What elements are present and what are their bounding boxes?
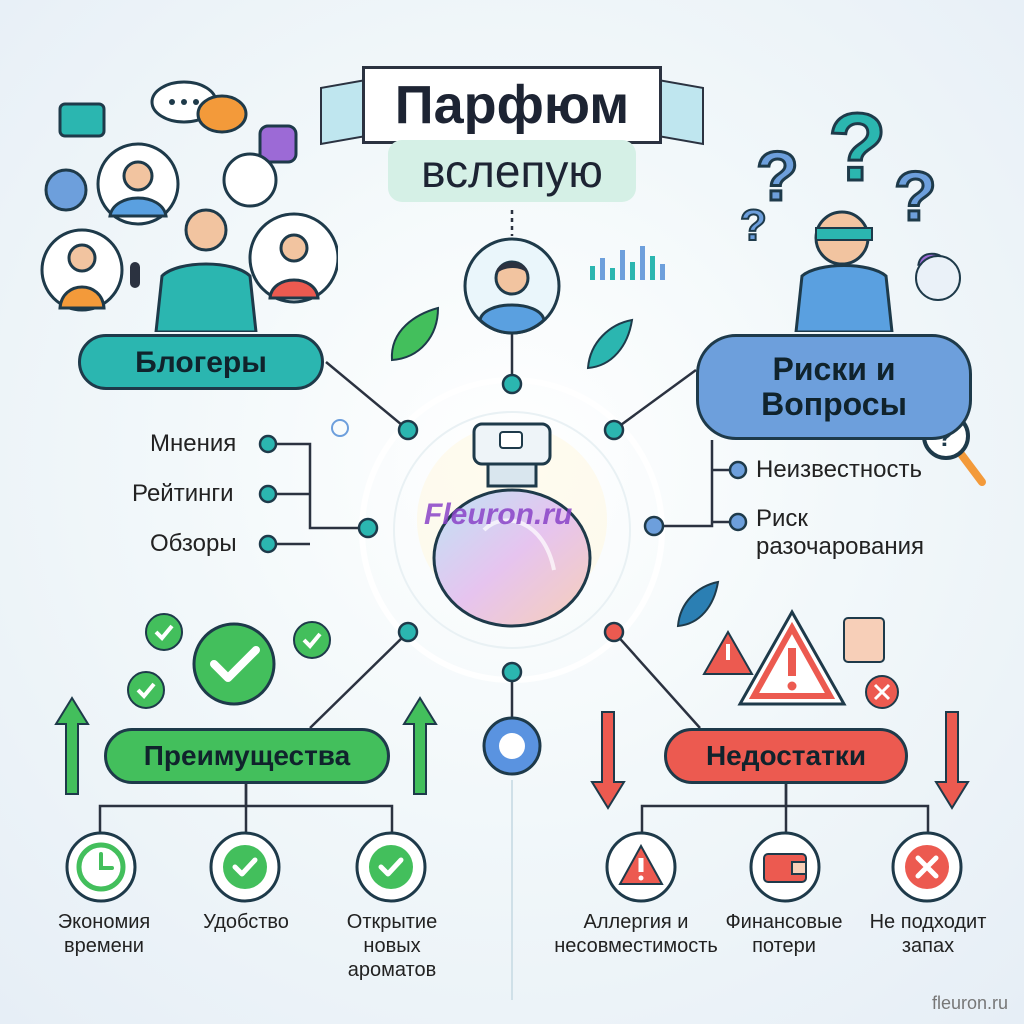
- footer-site-label: fleuron.ru: [931, 993, 1008, 1013]
- risks-item-disappointment: Риск разочарования: [756, 505, 925, 560]
- arrow-down-icon: [590, 711, 626, 810]
- page-title: Парфюм: [362, 66, 662, 144]
- page-subtitle: вслепую: [388, 140, 636, 202]
- risks-pill: Риски и Вопросы: [696, 334, 972, 440]
- risks-item-unknown: Неизвестность: [756, 456, 923, 483]
- disadvantages-pill: Недостатки: [664, 728, 908, 784]
- watermark: Fleuron.ru: [424, 498, 573, 531]
- arrow-down-icon: [934, 711, 970, 810]
- disadvantage-financial-loss: Финансовые потери: [725, 911, 843, 957]
- warning-circle-icon: [605, 831, 677, 903]
- advantage-discovery: Открытие новых ароматов: [346, 911, 438, 981]
- advantages-pill: Преимущества: [104, 728, 390, 784]
- disadvantage-allergy: Аллергия и несовместимость: [554, 911, 718, 957]
- disadvantage-wrong-scent: Не подходит запах: [869, 911, 987, 957]
- arrow-up-icon: [54, 696, 90, 795]
- advantage-time-saving: Экономия времени: [57, 911, 151, 957]
- svg-text:?: ?: [828, 94, 887, 201]
- warning-icon: [702, 608, 899, 709]
- perfume-bottle-icon: [432, 422, 592, 628]
- cross-circle-icon: [891, 831, 963, 903]
- bloggers-item-ratings: Рейтинги: [132, 480, 234, 507]
- user-avatar-icon: [463, 237, 561, 335]
- bloggers-item-reviews: Обзоры: [150, 530, 237, 557]
- wallet-icon: [749, 831, 821, 903]
- bloggers-item-opinions: Мнения: [150, 430, 237, 457]
- arrow-up-icon: [402, 696, 438, 795]
- svg-text:?: ?: [894, 157, 937, 235]
- leaf-icon: [676, 580, 720, 628]
- check-circle-icon: [209, 831, 281, 903]
- svg-text:?: ?: [756, 137, 799, 215]
- chart-bars-icon: [590, 246, 665, 280]
- check-circle-icon: [355, 831, 427, 903]
- leaf-icon: [586, 318, 634, 370]
- clock-icon: [65, 831, 137, 903]
- svg-text:?: ?: [740, 201, 767, 250]
- blindfolded-person-icon: ? ? ? ? ?: [739, 93, 961, 332]
- bloggers-pill: Блогеры: [78, 334, 324, 390]
- advantage-convenience: Удобство: [203, 911, 289, 933]
- bloggers-illustration-icon: [40, 80, 338, 332]
- checkmarks-icon: [127, 613, 331, 709]
- leaf-icon: [390, 306, 440, 362]
